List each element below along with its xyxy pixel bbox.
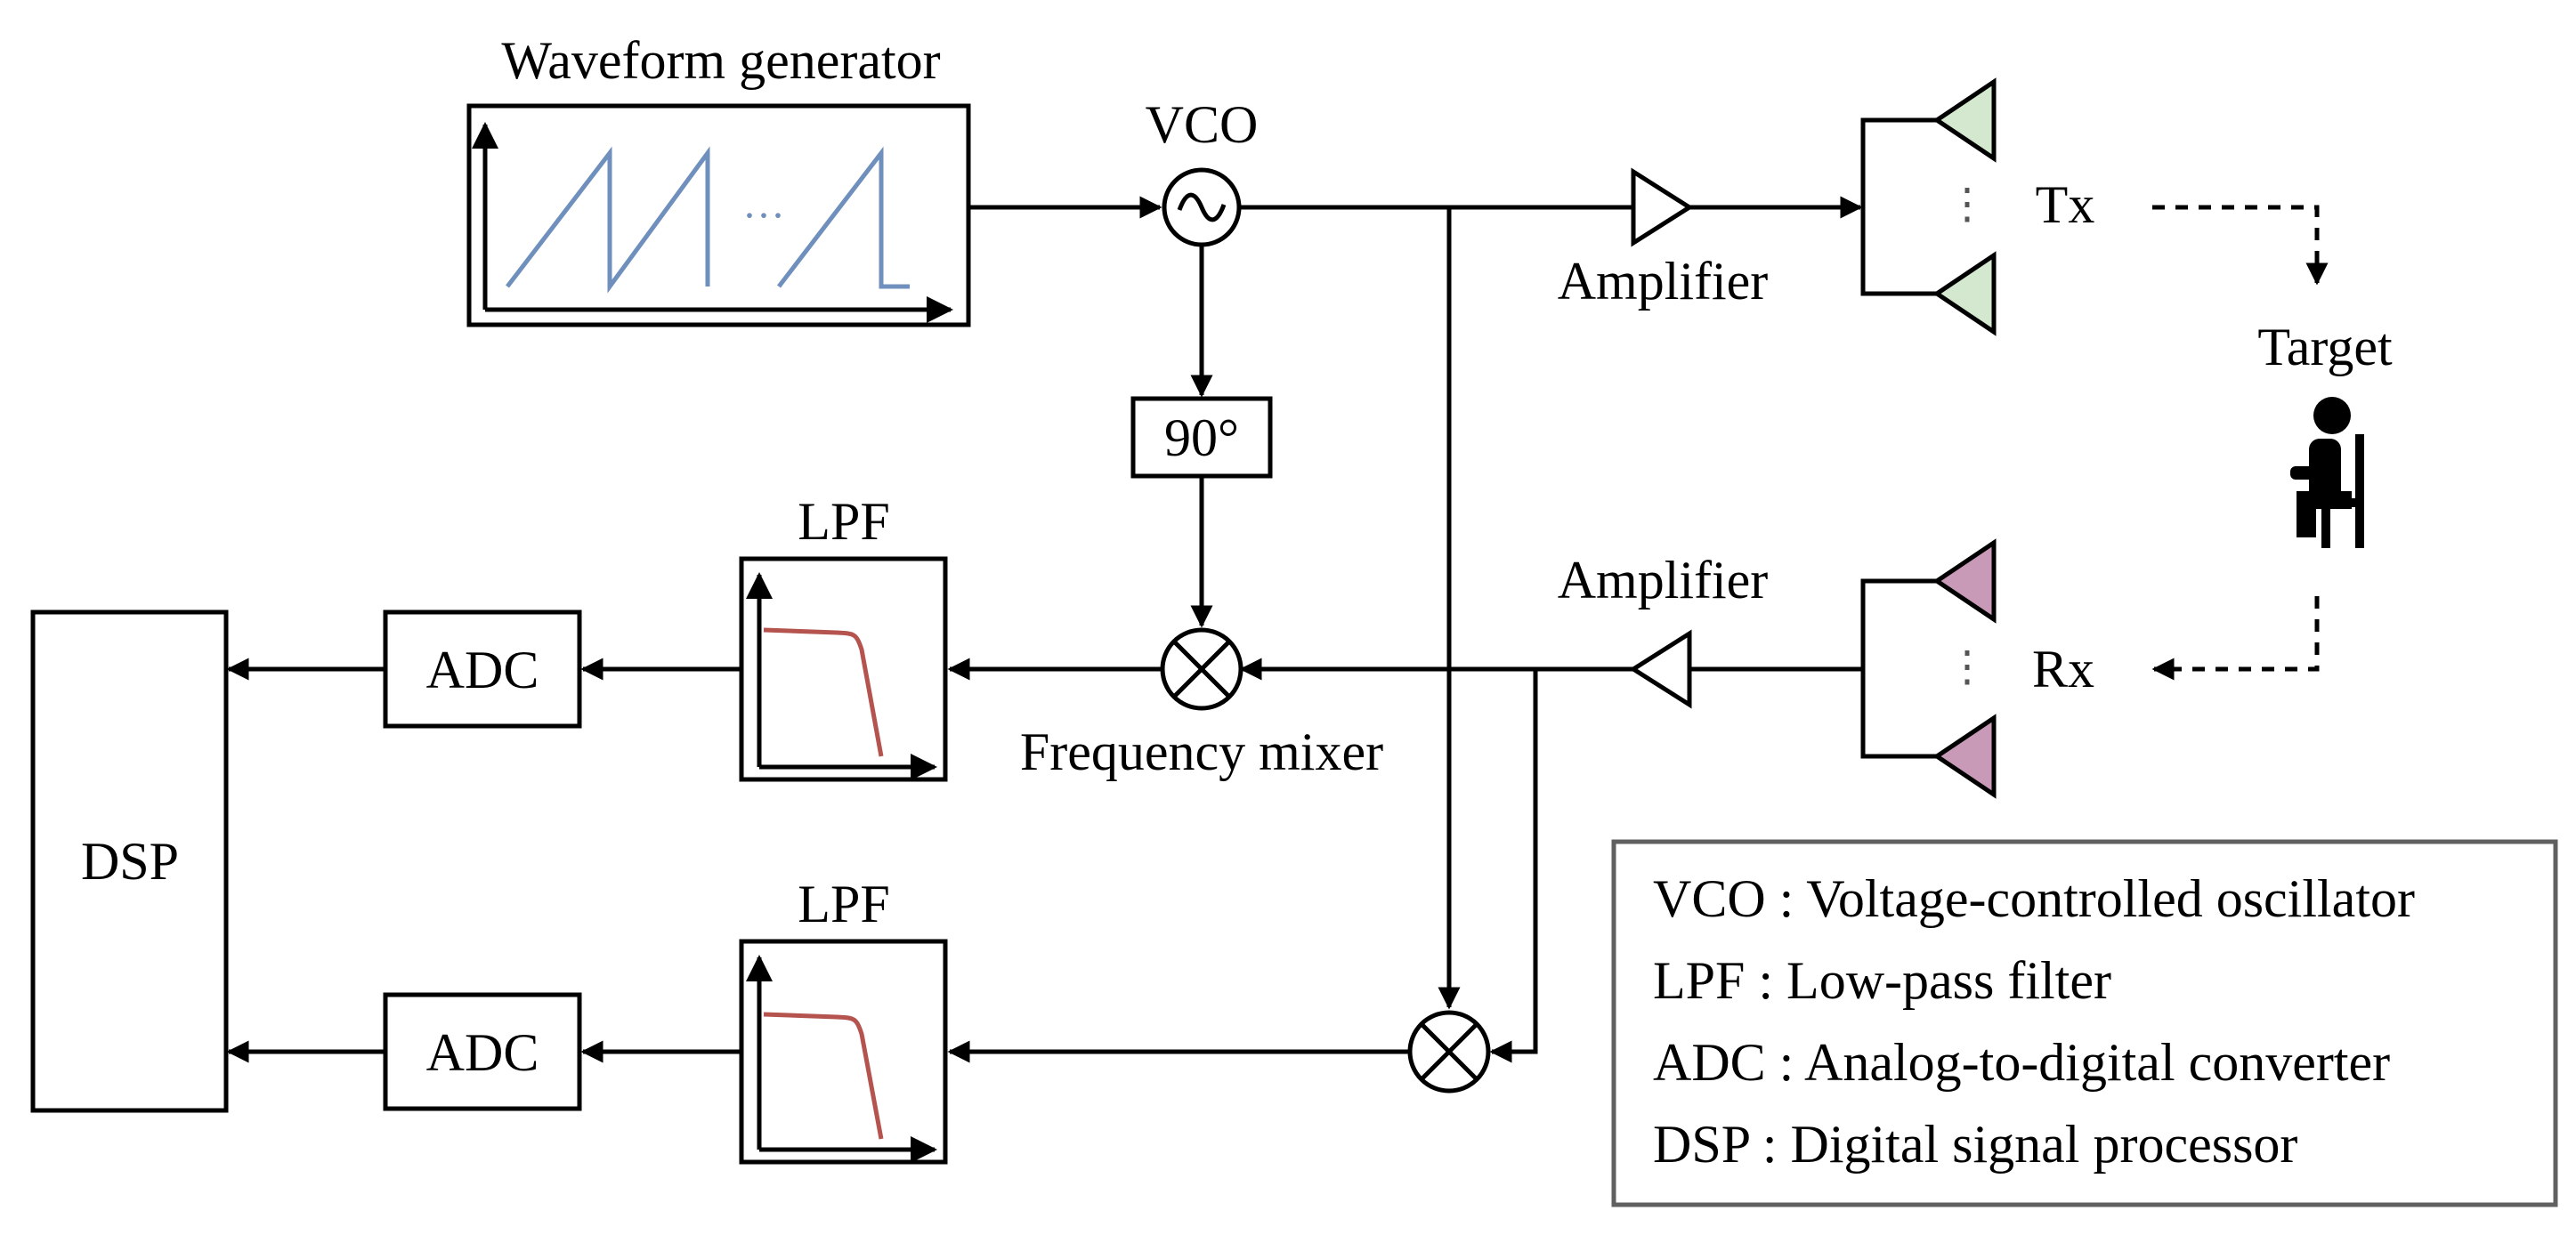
mixer-i: Frequency mixer [1020,627,1383,781]
tx-amplifier-label: Amplifier [1558,252,1769,311]
wire-target-to-rx [2151,596,2320,681]
legend-item-lpf: LPF : Low-pass filter [1653,951,2111,1010]
frequency-mixer-label: Frequency mixer [1020,722,1383,781]
legend-item-adc: ADC : Analog-to-digital converter [1653,1033,2390,1092]
tx-antenna-bottom [1932,251,1997,336]
lpf-top-response-curve [763,627,884,757]
rx-amplifier-label: Amplifier [1558,551,1769,609]
tx-amplifier-block: Amplifier [1558,167,1769,311]
rx-antenna-top [1932,538,1997,624]
phase-shifter-label: 90° [1164,408,1239,467]
mixer-cross-icon-b [1420,1022,1478,1081]
legend: VCO : Voltage-controlled oscillator LPF … [1611,839,2558,1207]
adc-bottom-block: ADC [383,992,582,1111]
dsp-label: DSP [81,832,179,891]
waveform-generator-block: Waveform generator ··· [466,31,971,327]
lpf-top-label: LPF [798,492,889,551]
tx-amplifier-symbol [1631,167,1694,247]
legend-item-dsp: DSP : Digital signal processor [1653,1115,2297,1174]
wire-rx-to-mixer-q [1489,669,1538,1063]
lpf-bottom-label: LPF [798,875,889,933]
adc-top-label: ADC [426,641,539,699]
rx-antenna-bottom [1932,714,1997,799]
lpf-bottom-box [739,939,948,1165]
rx-amplifier-symbol [1629,629,1692,709]
seated-person-icon [2290,397,2364,548]
adc-top-block: ADC [383,609,582,729]
mixer-q [1407,1010,1491,1094]
rx-antenna-ellipsis: ⋮ [1946,643,1989,690]
rx-label: Rx [2032,640,2094,698]
adc-top-box [383,609,582,729]
rx-amplifier-block: Amplifier [1558,551,1769,709]
adc-bottom-box [383,992,582,1111]
lpf-top-box [739,556,948,782]
dsp-box [30,609,229,1113]
tx-antenna-top [1932,77,1997,163]
vco-label: VCO [1146,95,1259,154]
dsp-block: DSP [30,609,229,1113]
tx-antenna-ellipsis: ⋮ [1946,181,1989,228]
sawtooth-waveform-tail [777,146,910,289]
legend-box [1611,839,2558,1207]
lpf-bottom-block: LPF [739,875,948,1165]
lpf-top-block: LPF [739,492,948,782]
waveform-ellipsis: ··· [742,192,785,239]
mixer-cross-icon-b [1172,640,1231,698]
wire-tx-to-target [2152,205,2329,286]
rx-antenna-array: ⋮ Rx [1860,538,2094,799]
phase-shifter-block: 90° [1130,396,1273,479]
waveform-generator-box [466,103,971,327]
tx-antenna-feed [1860,117,1937,296]
legend-item-vco: VCO : Voltage-controlled oscillator [1653,869,2415,928]
tx-label: Tx [2036,175,2095,234]
waveform-generator-label: Waveform generator [501,31,940,90]
vco-block: VCO [1146,95,1259,247]
target-block: Target [2257,318,2393,548]
lpf-bottom-response-curve [763,1012,884,1140]
rx-antenna-feed [1860,578,1937,759]
target-label: Target [2257,318,2393,376]
tx-antenna-array: ⋮ Tx [1860,77,2095,336]
sawtooth-waveform [506,146,710,294]
sine-icon [1177,192,1227,222]
adc-bottom-label: ADC [426,1023,539,1082]
